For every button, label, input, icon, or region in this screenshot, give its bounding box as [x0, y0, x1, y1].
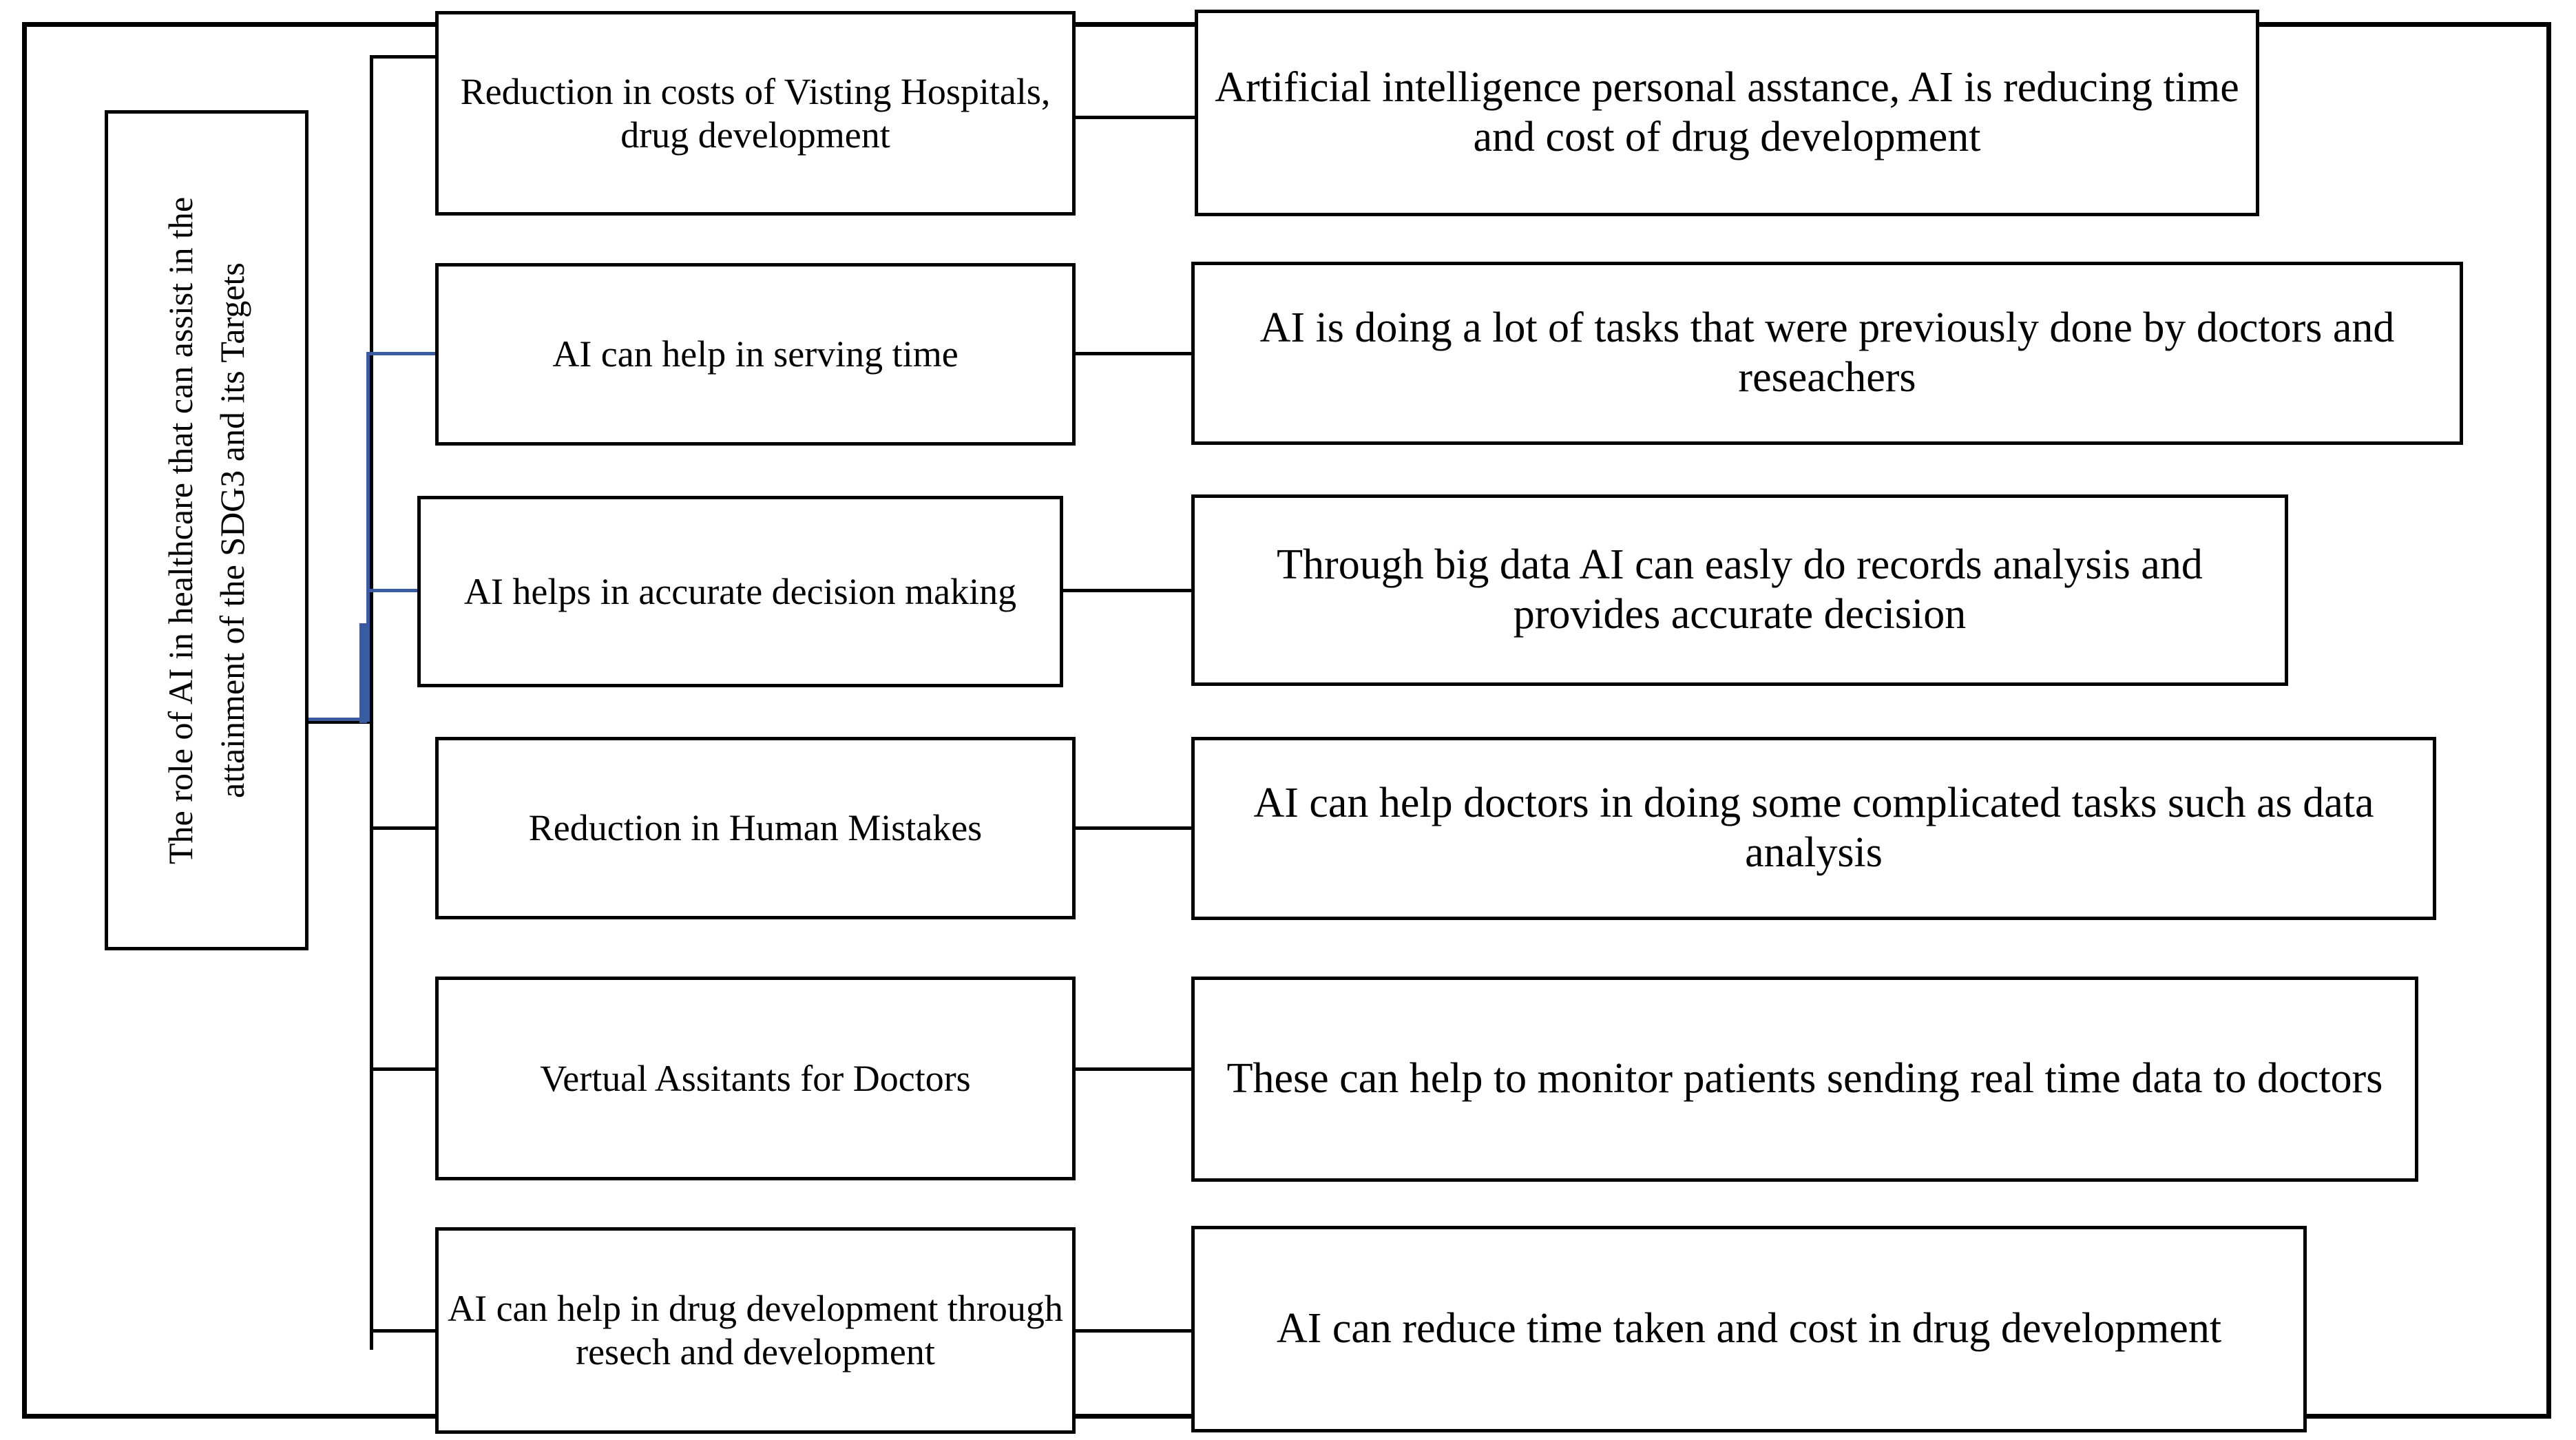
detail-node-6[interactable]: AI can reduce time taken and cost in dru…: [1191, 1226, 2307, 1432]
factor-node-4-label: Reduction in Human Mistakes: [528, 807, 983, 849]
detail-node-1-label: Artificial intelligence personal asstanc…: [1215, 64, 2239, 160]
detail-node-4[interactable]: AI can help doctors in doing some compli…: [1191, 737, 2436, 920]
connector-branch-3: [366, 589, 421, 592]
connector-branch-1: [370, 55, 439, 59]
connector-branch-4: [370, 826, 439, 830]
root-node-label: The role of AI in healthcare that can as…: [161, 196, 251, 864]
detail-node-1[interactable]: Artificial intelligence personal asstanc…: [1195, 10, 2259, 216]
diagram-outer-frame: [22, 22, 2551, 1419]
factor-node-5-label: Vertual Assitants for Doctors: [540, 1057, 971, 1099]
factor-node-6-label: AI can help in drug development through …: [448, 1288, 1063, 1373]
detail-node-6-label: AI can reduce time taken and cost in dru…: [1276, 1305, 2222, 1353]
connector-trunk-stub-highlight: [359, 623, 367, 723]
detail-node-5-label: These can help to monitor patients sendi…: [1226, 1055, 2383, 1103]
connector-branch-2: [366, 352, 439, 355]
connector-detail-3: [1062, 589, 1198, 592]
connector-detail-4: [1074, 826, 1198, 830]
connector-detail-1: [1074, 116, 1198, 119]
connector-branch-5: [370, 1067, 439, 1071]
detail-node-5[interactable]: These can help to monitor patients sendi…: [1191, 977, 2418, 1182]
factor-node-1-label: Reduction in costs of Visting Hospitals,…: [460, 70, 1051, 156]
factor-node-2[interactable]: AI can help in serving time: [435, 263, 1076, 446]
connector-trunk-vertical: [370, 55, 373, 1350]
detail-node-2[interactable]: AI is doing a lot of tasks that were pre…: [1191, 262, 2463, 445]
connector-root-to-trunk: [306, 720, 372, 724]
connector-trunk-vertical-highlight: [366, 353, 370, 722]
factor-node-3-label: AI helps in accurate decision making: [463, 570, 1017, 612]
factor-node-3[interactable]: AI helps in accurate decision making: [417, 496, 1063, 687]
connector-detail-2: [1074, 352, 1198, 355]
factor-node-4[interactable]: Reduction in Human Mistakes: [435, 737, 1076, 919]
connector-detail-6: [1074, 1329, 1198, 1333]
root-node[interactable]: The role of AI in healthcare that can as…: [105, 110, 308, 950]
detail-node-3-label: Through big data AI can easly do records…: [1277, 541, 2203, 638]
detail-node-4-label: AI can help doctors in doing some compli…: [1253, 780, 2374, 876]
factor-node-2-label: AI can help in serving time: [552, 333, 959, 375]
detail-node-2-label: AI is doing a lot of tasks that were pre…: [1259, 304, 2395, 401]
detail-node-3[interactable]: Through big data AI can easly do records…: [1191, 494, 2288, 686]
factor-node-1[interactable]: Reduction in costs of Visting Hospitals,…: [435, 11, 1076, 216]
factor-node-5[interactable]: Vertual Assitants for Doctors: [435, 977, 1076, 1180]
connector-root-to-trunk-highlight: [306, 718, 370, 721]
connector-branch-6: [370, 1329, 439, 1333]
connector-detail-5: [1074, 1067, 1198, 1071]
factor-node-6[interactable]: AI can help in drug development through …: [435, 1227, 1076, 1434]
